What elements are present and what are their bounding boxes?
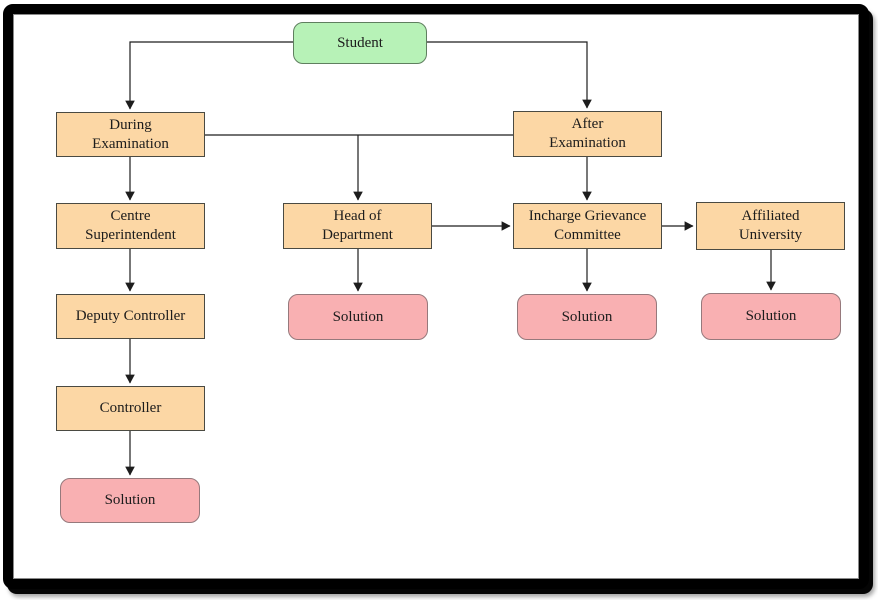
node-during-examination: During Examination bbox=[56, 112, 205, 157]
node-head-of-department: Head of Department bbox=[283, 203, 432, 249]
node-incharge-grievance-committee: Incharge Grievance Committee bbox=[513, 203, 662, 249]
node-solution-head-of-department: Solution bbox=[288, 294, 428, 340]
node-solution-affiliated-university: Solution bbox=[701, 293, 841, 340]
node-centre-superintendent: Centre Superintendent bbox=[56, 203, 205, 249]
node-solution-incharge-grievance: Solution bbox=[517, 294, 657, 340]
edge-student-to-during-examination bbox=[125, 41, 293, 110]
node-affiliated-university: Affiliated University bbox=[696, 202, 845, 250]
node-solution-controller: Solution bbox=[60, 478, 200, 523]
node-student: Student bbox=[293, 22, 427, 64]
node-deputy-controller: Deputy Controller bbox=[56, 294, 205, 339]
node-after-examination: After Examination bbox=[513, 111, 662, 157]
node-controller: Controller bbox=[56, 386, 205, 431]
edge-student-to-after-examination bbox=[427, 41, 592, 109]
